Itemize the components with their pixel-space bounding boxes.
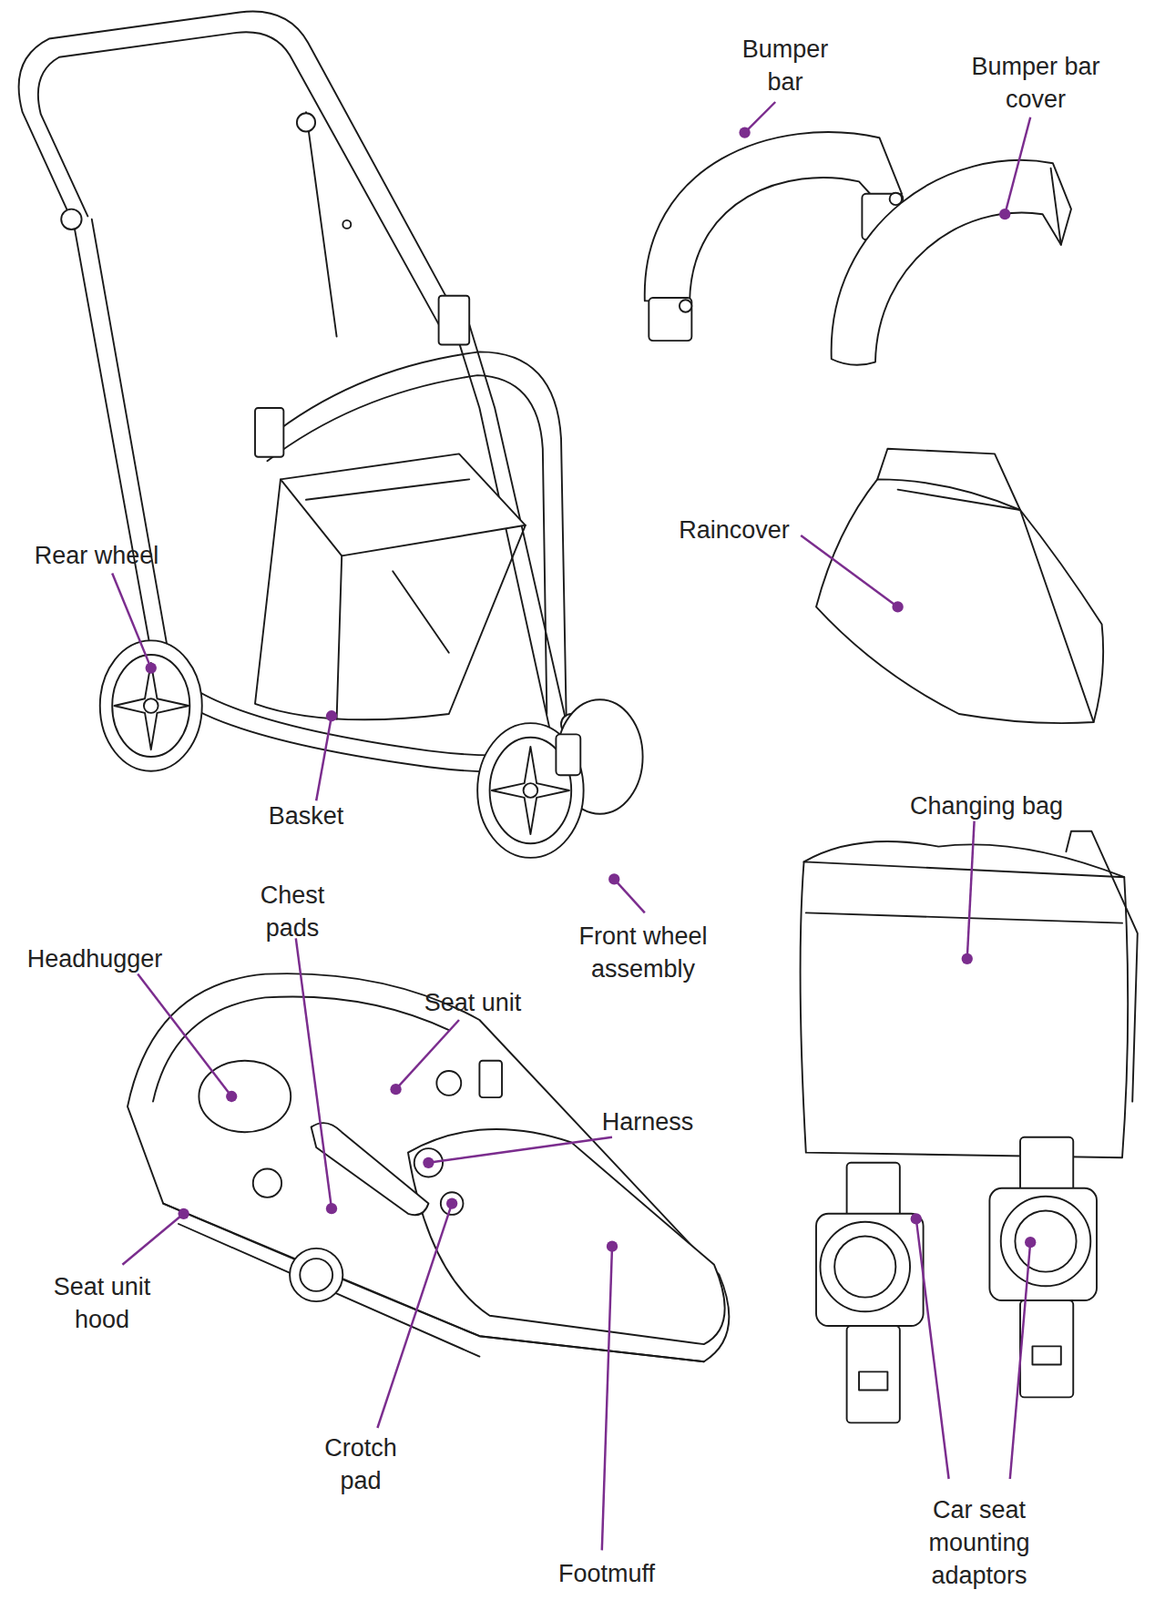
- part-label: Rear wheel: [5, 539, 188, 573]
- part-label: Basket: [233, 799, 379, 833]
- part-label: Bumper bar: [730, 32, 840, 99]
- changing-bag-shape: [800, 831, 1138, 1158]
- seat-unit-shape: [127, 973, 729, 1362]
- front-wheel-shape: [477, 699, 643, 859]
- part-label: Front wheel assembly: [561, 919, 726, 986]
- part-label: Crotch pad: [310, 1431, 411, 1498]
- rear-wheel-shape: [100, 640, 203, 771]
- raincover-shape: [816, 449, 1104, 724]
- adaptor-shape: [816, 1137, 1097, 1424]
- part-label: Seat unit: [390, 986, 555, 1020]
- part-label: Harness: [574, 1105, 721, 1139]
- part-label: Raincover: [643, 513, 826, 547]
- part-label: Chest pads: [246, 879, 338, 945]
- part-label: Headhugger: [3, 942, 186, 976]
- part-label: Footmuff: [533, 1557, 680, 1591]
- part-label: Changing bag: [877, 789, 1096, 823]
- stroller-frame: [19, 10, 583, 772]
- bumper-bar-cover-shape: [831, 160, 1072, 366]
- part-label: Seat unit hood: [38, 1270, 166, 1337]
- part-label: Car seat mounting adaptors: [915, 1493, 1043, 1593]
- leader-lines: [112, 102, 1036, 1551]
- basket-shape: [255, 453, 526, 720]
- part-label: Bumper bar cover: [962, 50, 1109, 116]
